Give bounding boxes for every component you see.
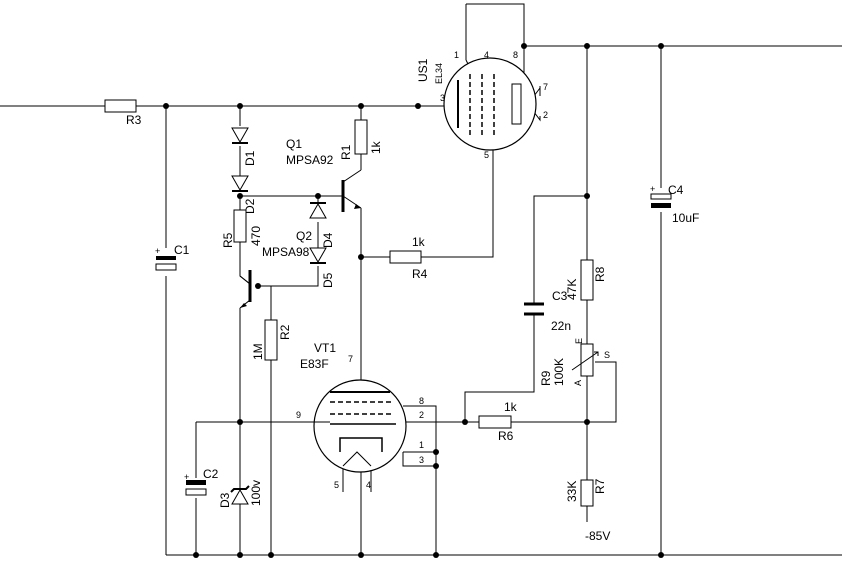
svg-text:1M: 1M (251, 343, 265, 360)
diode-d2: D2 (231, 175, 257, 214)
svg-text:9: 9 (296, 410, 301, 420)
svg-text:7: 7 (348, 354, 353, 364)
resistor-r2: 1M R2 (251, 319, 292, 361)
resistor-r1: R1 1k (339, 119, 383, 160)
svg-text:1k: 1k (504, 400, 518, 414)
svg-text:S: S (604, 350, 610, 360)
capacitor-c2: + C2 (184, 467, 219, 496)
svg-text:R5: R5 (221, 232, 235, 248)
diode-d1: D1 (231, 127, 257, 166)
transistor-q1: Q1 MPSA92 (286, 137, 361, 212)
svg-text:EL34: EL34 (434, 63, 444, 84)
svg-text:R4: R4 (412, 267, 428, 281)
svg-text:C3: C3 (552, 289, 568, 303)
capacitor-c1: + C1 (155, 243, 190, 271)
svg-text:5: 5 (334, 480, 339, 490)
resistor-r4: 1k R4 (389, 235, 428, 281)
supply-label-minus85v: -85V (585, 529, 610, 543)
svg-text:100v: 100v (249, 480, 263, 506)
svg-text:E: E (574, 338, 584, 344)
svg-text:Q2: Q2 (296, 229, 312, 243)
svg-text:100K: 100K (552, 358, 566, 386)
svg-text:1: 1 (419, 440, 424, 450)
svg-text:C1: C1 (174, 243, 190, 257)
transistor-q2: Q2 MPSA98 (240, 229, 312, 308)
svg-text:3: 3 (440, 93, 445, 103)
svg-text:2: 2 (543, 110, 548, 120)
svg-text:47K: 47K (565, 279, 579, 300)
svg-text:+: + (155, 246, 160, 256)
svg-text:1k: 1k (369, 140, 383, 154)
svg-text:R9: R9 (539, 370, 553, 386)
zener-d3: D3 100v (218, 480, 263, 508)
svg-text:R8: R8 (593, 266, 607, 282)
svg-text:D2: D2 (243, 198, 257, 214)
svg-text:VT1: VT1 (314, 341, 336, 355)
tube-us1-el34: 1 4 8 3 7 2 5 US1 EL34 (416, 50, 548, 160)
svg-text:33K: 33K (565, 481, 579, 502)
svg-text:D1: D1 (243, 150, 257, 166)
svg-text:+: + (184, 472, 189, 482)
junction-dots (163, 43, 664, 558)
svg-text:R3: R3 (126, 113, 142, 127)
svg-text:4: 4 (484, 50, 489, 60)
svg-text:3: 3 (419, 455, 424, 465)
svg-text:R7: R7 (593, 478, 607, 494)
svg-text:1: 1 (454, 50, 459, 60)
resistor-r8: 47K R8 (565, 259, 607, 301)
capacitor-c3: C3 22n (524, 289, 571, 333)
svg-text:R2: R2 (278, 324, 292, 340)
diode-d5: D5 (309, 247, 335, 288)
svg-text:E83F: E83F (300, 357, 329, 371)
svg-text:470: 470 (249, 226, 263, 246)
svg-text:4: 4 (366, 480, 371, 490)
resistor-r6: 1k R6 (478, 400, 518, 443)
svg-text:R1: R1 (339, 144, 353, 160)
svg-text:8: 8 (513, 50, 518, 60)
svg-text:5: 5 (484, 150, 489, 160)
tube-vt1-e83f: 7 8 2 9 1 3 5 4 VT1 E83F (296, 341, 424, 490)
svg-text:US1: US1 (416, 58, 430, 82)
resistor-r3: R3 (104, 99, 142, 127)
svg-text:22n: 22n (551, 319, 571, 333)
svg-text:+: + (650, 184, 655, 194)
svg-text:C2: C2 (203, 467, 219, 481)
svg-text:D4: D4 (321, 232, 335, 248)
potentiometer-r9: R9 100K A E S (539, 338, 610, 386)
svg-text:-85V: -85V (585, 529, 610, 543)
svg-text:D3: D3 (218, 492, 232, 508)
svg-text:R6: R6 (498, 429, 514, 443)
diode-d4: D4 (309, 202, 335, 248)
svg-text:C4: C4 (668, 183, 684, 197)
svg-text:MPSA98: MPSA98 (262, 245, 310, 259)
resistor-r7: 33K R7 (565, 478, 607, 507)
svg-text:1k: 1k (412, 235, 426, 249)
svg-text:D5: D5 (321, 272, 335, 288)
capacitor-c4: + C4 10uF (650, 183, 699, 225)
svg-text:8: 8 (419, 396, 424, 406)
svg-text:Q1: Q1 (286, 137, 302, 151)
svg-text:A: A (573, 380, 583, 386)
svg-text:7: 7 (543, 82, 548, 92)
svg-text:10uF: 10uF (672, 211, 699, 225)
svg-text:MPSA92: MPSA92 (286, 153, 334, 167)
svg-text:2: 2 (419, 410, 424, 420)
resistor-r5: R5 470 (221, 209, 263, 248)
